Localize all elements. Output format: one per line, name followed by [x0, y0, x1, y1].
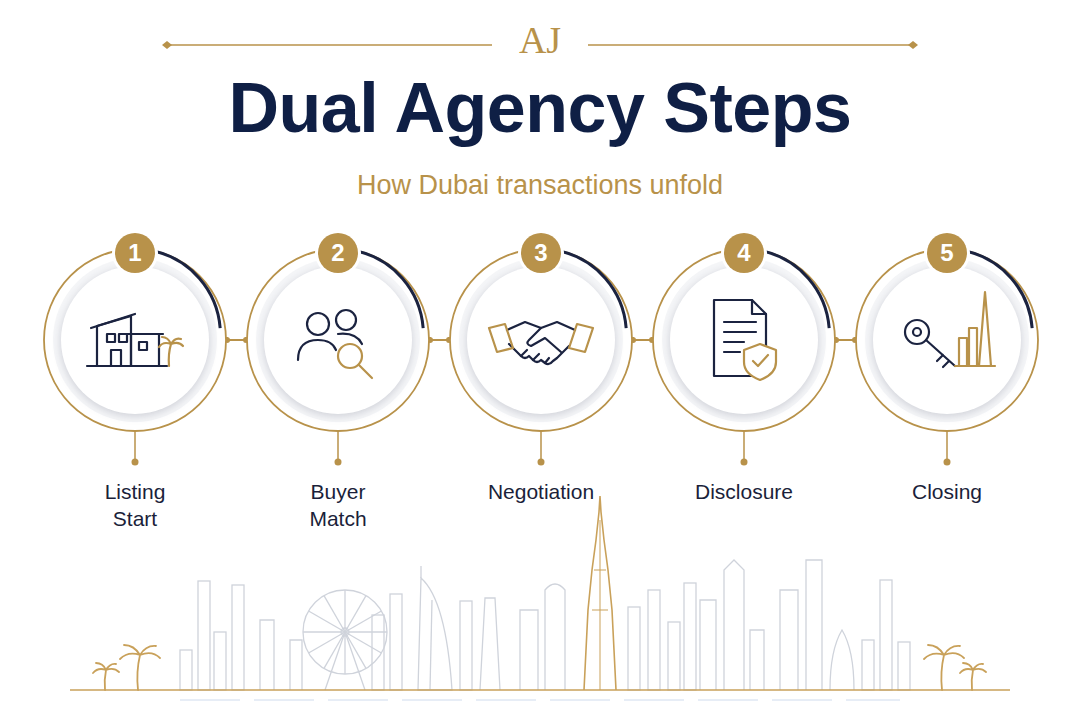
burj-khalifa-core: [592, 520, 608, 690]
step-circle: 5Closing: [855, 248, 1039, 432]
step-number: 5: [927, 233, 967, 273]
step-label: Listing Start: [105, 478, 166, 532]
step-label: Buyer Match: [309, 478, 366, 532]
circle-shape: [449, 248, 633, 432]
step-circle: 2Buyer Match: [246, 248, 430, 432]
step-label: Negotiation: [488, 478, 594, 505]
step-circle: 4Disclosure: [652, 248, 836, 432]
ground-line: [70, 689, 1010, 690]
burj-khalifa: [584, 496, 616, 690]
step-number: 3: [521, 233, 561, 273]
title: Dual Agency Steps: [0, 66, 1080, 150]
circle-shape: [43, 248, 227, 432]
subtitle: How Dubai transactions unfold: [0, 168, 1080, 202]
leader-lines: [132, 432, 951, 466]
circle-shape: [246, 248, 430, 432]
circle-shape: [652, 248, 836, 432]
palm-trees: [93, 645, 986, 690]
logo-mark: AJ: [0, 18, 1080, 62]
step-connector: [836, 339, 855, 341]
step-label: Disclosure: [695, 478, 793, 505]
circle-shape: [855, 248, 1039, 432]
skyline: [180, 560, 910, 690]
step-connector: [430, 339, 449, 341]
step-number: 4: [724, 233, 764, 273]
water-line: [180, 699, 900, 700]
step-circle: 1Listing Start: [43, 248, 227, 432]
step-number: 1: [115, 233, 155, 273]
step-connector: [227, 339, 246, 341]
step-label: Closing: [912, 478, 982, 505]
step-connector: [633, 339, 652, 341]
step-number: 2: [318, 233, 358, 273]
step-circle: 3Negotiation: [449, 248, 633, 432]
